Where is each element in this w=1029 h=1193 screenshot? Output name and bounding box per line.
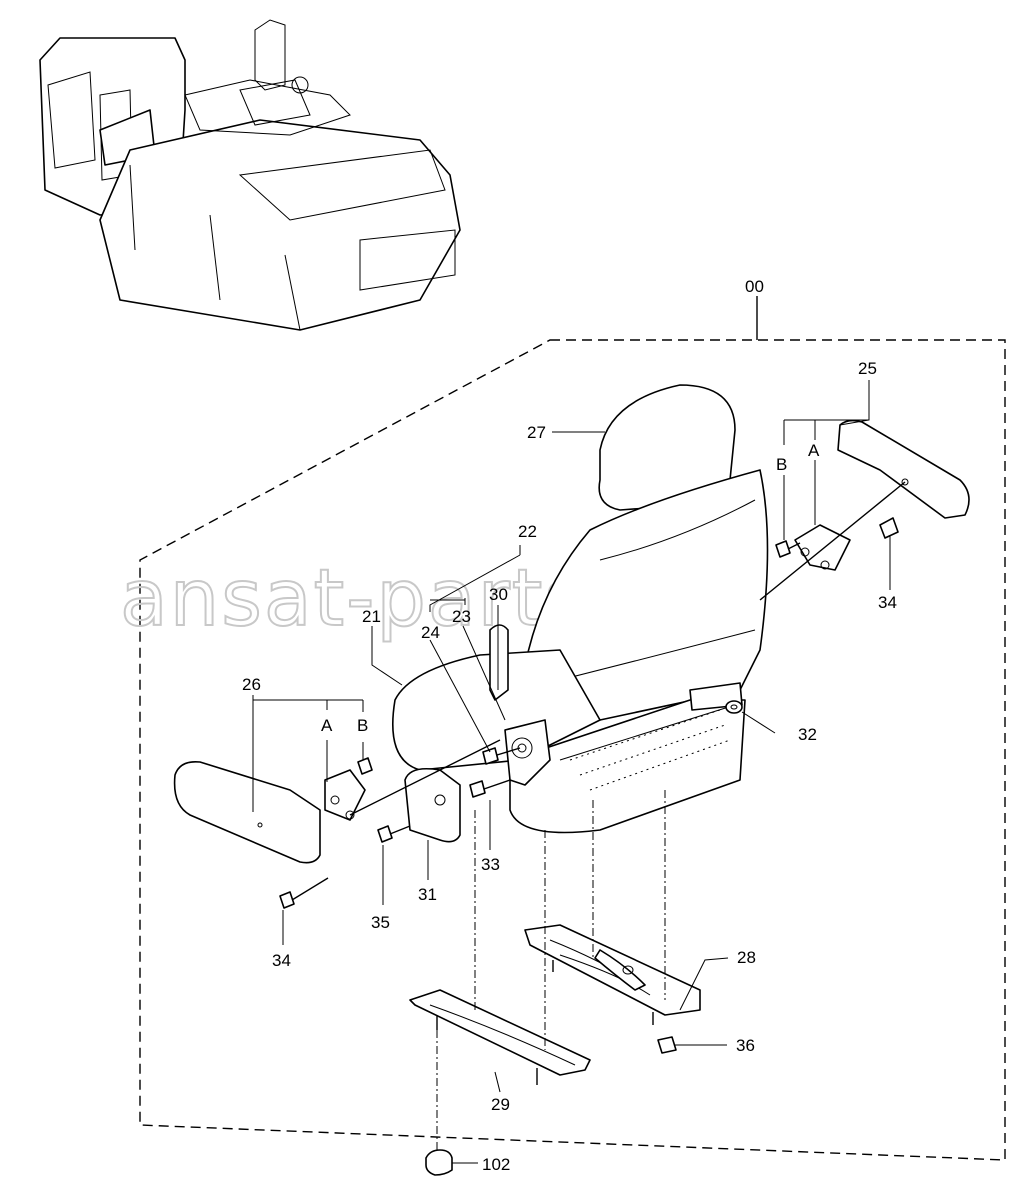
slide-rail-right: [524, 924, 701, 1025]
recline-lever: [489, 624, 551, 786]
callout-21: 21: [362, 607, 381, 626]
callout-25: 25: [858, 359, 877, 378]
callout-B-left: B: [357, 716, 368, 735]
callout-29: 29: [491, 1095, 510, 1114]
callout-22: 22: [518, 522, 537, 541]
callout-30: 30: [489, 585, 508, 604]
callout-33: 33: [481, 855, 500, 874]
callout-36: 36: [736, 1036, 755, 1055]
excavator-overview: [39, 19, 461, 331]
callout-A-left: A: [321, 716, 333, 735]
callout-26: 26: [242, 675, 261, 694]
callout-B-right: B: [776, 455, 787, 474]
callout-102: 102: [482, 1155, 510, 1174]
bolt-33: [469, 779, 511, 798]
callout-A-right: A: [808, 441, 820, 460]
callout-27: 27: [527, 423, 546, 442]
callout-24: 24: [421, 623, 440, 642]
nut-102: [425, 1149, 453, 1176]
callout-34-right: 34: [878, 593, 897, 612]
callout-00: 00: [745, 277, 764, 296]
callout-32: 32: [798, 725, 817, 744]
side-cover: [404, 767, 461, 843]
bolt-24: [482, 747, 521, 765]
callout-23: 23: [452, 607, 471, 626]
nut-36: [657, 1036, 677, 1054]
armrest-left: [173, 739, 501, 909]
slide-rail-left: [409, 989, 591, 1085]
armrest-right: [759, 419, 970, 601]
callout-31: 31: [418, 885, 437, 904]
callout-35: 35: [371, 913, 390, 932]
callout-28: 28: [737, 948, 756, 967]
washer-32: [725, 700, 743, 714]
callout-34-left: 34: [272, 951, 291, 970]
